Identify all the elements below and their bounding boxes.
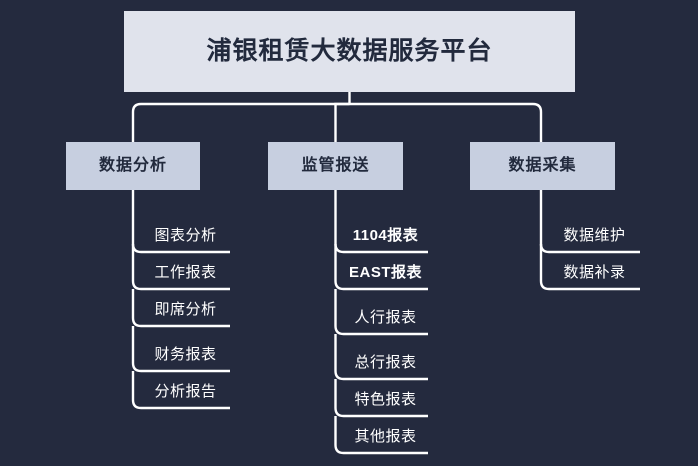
page-title: 浦银租赁大数据服务平台 bbox=[206, 37, 493, 65]
leaf-label: 财务报表 bbox=[154, 345, 217, 363]
branch-label: 数据分析 bbox=[98, 157, 167, 174]
root-node-box[interactable]: 浦银租赁大数据服务平台 bbox=[124, 11, 575, 92]
branch-label: 数据采集 bbox=[508, 157, 577, 174]
leaf-label: 数据补录 bbox=[563, 263, 626, 281]
leaf-label: 1104报表 bbox=[352, 226, 419, 244]
leaf-node[interactable]: 特色报表 bbox=[343, 382, 428, 416]
leaf-node[interactable]: 即席分析 bbox=[141, 292, 230, 326]
leaf-label: 特色报表 bbox=[354, 390, 417, 408]
leaf-label: 即席分析 bbox=[154, 300, 217, 318]
connector-root-to-branch-2 bbox=[349, 102, 543, 142]
leaf-node[interactable]: 图表分析 bbox=[141, 218, 230, 252]
connector-root-to-branch-1 bbox=[334, 102, 350, 142]
leaf-node[interactable]: 数据补录 bbox=[549, 255, 640, 289]
leaf-label: 其他报表 bbox=[354, 427, 417, 445]
leaf-label: 图表分析 bbox=[154, 226, 217, 244]
leaf-node[interactable]: EAST报表 bbox=[343, 255, 428, 289]
leaf-label: 工作报表 bbox=[154, 263, 217, 281]
leaf-label: 分析报告 bbox=[154, 382, 217, 400]
branch-node-data-collection[interactable]: 数据采集 bbox=[470, 142, 615, 190]
leaf-label: 总行报表 bbox=[354, 353, 417, 371]
leaf-node[interactable]: 其他报表 bbox=[343, 419, 428, 453]
branch-node-data-analysis[interactable]: 数据分析 bbox=[66, 142, 200, 190]
leaf-label: 数据维护 bbox=[563, 226, 626, 244]
leaf-node[interactable]: 工作报表 bbox=[141, 255, 230, 289]
leaf-label: EAST报表 bbox=[348, 263, 422, 281]
leaf-label: 人行报表 bbox=[354, 308, 417, 326]
leaf-node[interactable]: 人行报表 bbox=[343, 300, 428, 334]
leaf-node[interactable]: 财务报表 bbox=[141, 337, 230, 371]
leaf-node[interactable]: 1104报表 bbox=[343, 218, 428, 252]
branch-node-regulatory-reporting[interactable]: 监管报送 bbox=[268, 142, 403, 190]
connector-root-to-branch-0 bbox=[131, 102, 350, 142]
leaf-node[interactable]: 数据维护 bbox=[549, 218, 640, 252]
leaf-node[interactable]: 总行报表 bbox=[343, 345, 428, 379]
branch-label: 监管报送 bbox=[301, 157, 370, 174]
leaf-node[interactable]: 分析报告 bbox=[141, 374, 230, 408]
